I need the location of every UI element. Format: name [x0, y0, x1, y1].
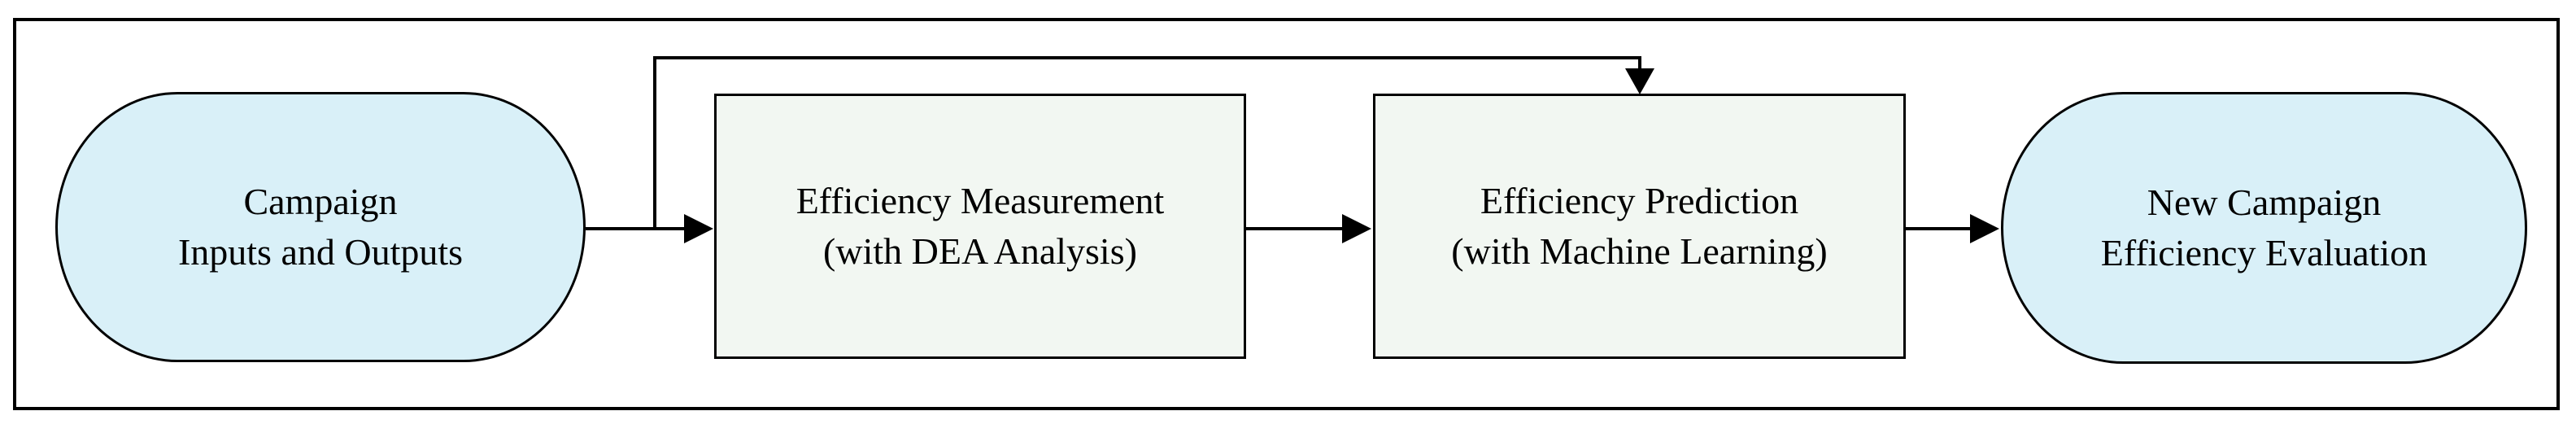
node-label-line: Efficiency Measurement: [795, 180, 1165, 221]
node-efficiency-prediction: Efficiency Prediction (with Machine Lear…: [1373, 94, 1906, 359]
node-new-campaign-efficiency-evaluation: New Campaign Efficiency Evaluation: [2001, 92, 2527, 364]
node-label-line: Efficiency Prediction: [1480, 180, 1799, 221]
node-efficiency-measurement: Efficiency Measurement (with DEA Analysi…: [714, 94, 1246, 359]
diagram-outer-frame: [13, 18, 2560, 410]
node-label-line: New Campaign: [2147, 181, 2382, 223]
node-label-line: (with DEA Analysis): [823, 230, 1137, 272]
node-label-line: Efficiency Evaluation: [2100, 232, 2428, 273]
node-label-line: (with Machine Learning): [1451, 230, 1828, 272]
node-campaign-inputs-and-outputs: Campaign Inputs and Outputs: [55, 92, 586, 362]
node-label-line: Campaign: [243, 181, 398, 222]
node-label-line: Inputs and Outputs: [177, 231, 464, 273]
